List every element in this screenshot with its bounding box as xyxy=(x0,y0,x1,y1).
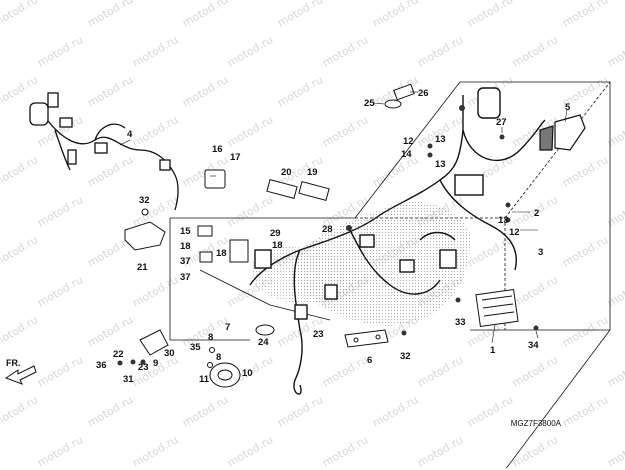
part-label-22: 22 xyxy=(113,349,124,360)
part-label-32b: 32 xyxy=(400,351,411,362)
fr-arrow-icon xyxy=(4,365,37,385)
part-label-1: 1 xyxy=(490,345,496,356)
ring-part-24 xyxy=(139,324,275,356)
part-label-23b: 23 xyxy=(313,329,324,340)
part-label-18c: 18 xyxy=(272,240,283,251)
part-label-19: 19 xyxy=(307,167,318,178)
part-label-23a: 23 xyxy=(138,362,149,373)
leader-lines xyxy=(119,91,568,344)
part-label-7: 7 xyxy=(225,322,230,333)
part-label-21: 21 xyxy=(137,262,148,273)
part-label-25: 25 xyxy=(364,98,375,109)
part-label-36: 36 xyxy=(96,360,107,371)
bracket-part-6 xyxy=(344,329,389,348)
part-label-26: 26 xyxy=(418,88,429,99)
part-label-13c: 13 xyxy=(498,215,509,226)
part-label-2: 2 xyxy=(534,208,539,219)
diagram-code: MGZ7F3800A xyxy=(510,419,561,428)
part-label-29: 29 xyxy=(270,228,281,239)
part-label-17: 17 xyxy=(230,152,241,163)
part-label-8b: 8 xyxy=(216,352,221,363)
part-label-12a: 12 xyxy=(403,136,414,147)
halftone-shading xyxy=(251,201,470,326)
cover-part-5 xyxy=(539,114,586,151)
part-label-9: 9 xyxy=(153,358,158,369)
part-label-24: 24 xyxy=(258,337,269,348)
part-label-18b: 18 xyxy=(216,248,227,259)
part-label-30: 30 xyxy=(164,348,175,359)
part-label-34: 34 xyxy=(528,340,539,351)
part-label-18a: 18 xyxy=(180,241,191,252)
part-label-13b: 13 xyxy=(435,134,446,145)
horn-part-10 xyxy=(207,347,241,388)
part-label-27: 27 xyxy=(496,117,507,128)
clamp-part-26 xyxy=(384,83,415,109)
part-label-12b: 12 xyxy=(509,227,520,238)
regulator-part-1 xyxy=(475,288,519,328)
part-label-13a: 13 xyxy=(435,159,446,170)
part-label-15: 15 xyxy=(180,226,191,237)
direction-label: FR. xyxy=(6,358,21,368)
bolts xyxy=(117,105,539,366)
part-label-11: 11 xyxy=(199,374,210,385)
part-label-8: 8 xyxy=(208,332,213,343)
part-label-37a: 37 xyxy=(180,256,191,267)
relay-connectors xyxy=(197,169,330,263)
part-label-6: 6 xyxy=(367,355,372,366)
part-label-31: 31 xyxy=(123,374,134,385)
part-label-5: 5 xyxy=(565,102,571,113)
part-label-10: 10 xyxy=(242,368,253,379)
part-label-32a: 32 xyxy=(139,195,150,206)
part-label-3: 3 xyxy=(538,247,543,258)
part-label-35: 35 xyxy=(190,342,201,353)
part-label-33: 33 xyxy=(455,317,466,328)
bracket-part-21 xyxy=(124,208,166,251)
part-labels: 1 2 3 4 5 6 7 8 9 10 11 12 13 14 15 16 1… xyxy=(96,88,571,385)
part-label-16: 16 xyxy=(212,144,223,155)
main-harness xyxy=(249,87,546,395)
part-label-14: 14 xyxy=(401,149,412,160)
part-label-37: 37 xyxy=(180,272,191,283)
part-label-20: 20 xyxy=(281,167,292,178)
part-label-28: 28 xyxy=(322,224,333,235)
sub-harness-part-4 xyxy=(29,92,179,211)
part-label-4: 4 xyxy=(127,129,133,140)
